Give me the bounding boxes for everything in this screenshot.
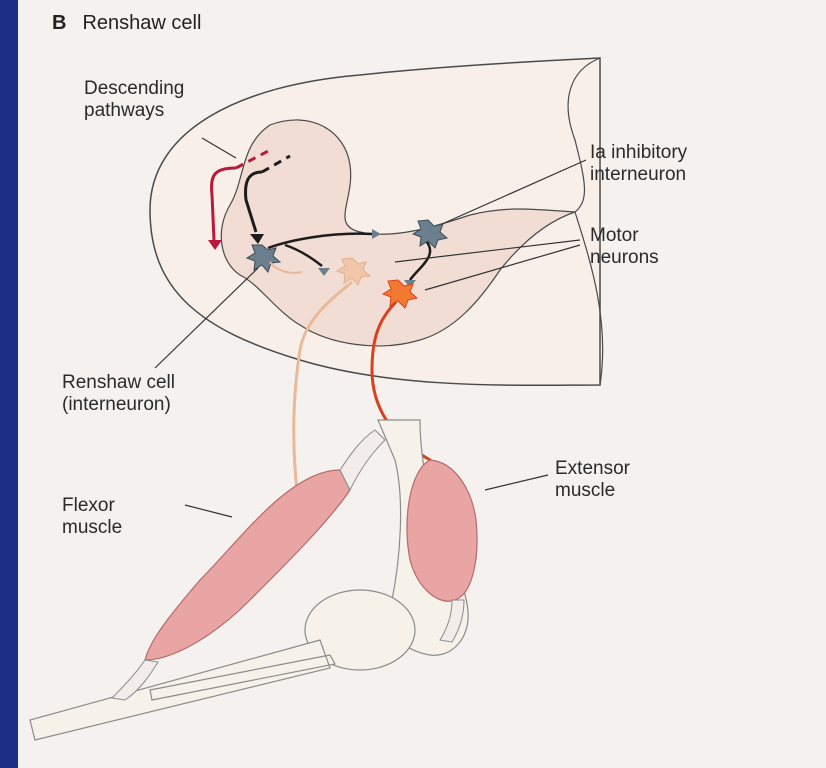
label-flexor-muscle: Flexor muscle <box>62 495 122 539</box>
label-renshaw-cell: Renshaw cell (interneuron) <box>62 372 175 416</box>
leader-extensor <box>485 475 548 490</box>
lower-leg-bones <box>30 640 335 740</box>
label-motor-neurons: Motor neurons <box>590 225 659 269</box>
panel-title: Renshaw cell <box>82 12 201 34</box>
figure-title: B Renshaw cell <box>52 12 201 35</box>
label-extensor-muscle: Extensor muscle <box>555 458 630 502</box>
label-descending-pathways: Descending pathways <box>84 78 184 122</box>
panel-letter: B <box>52 12 66 34</box>
label-ia-inhibitory-interneuron: Ia inhibitory interneuron <box>590 142 687 186</box>
leader-flexor <box>185 505 232 517</box>
